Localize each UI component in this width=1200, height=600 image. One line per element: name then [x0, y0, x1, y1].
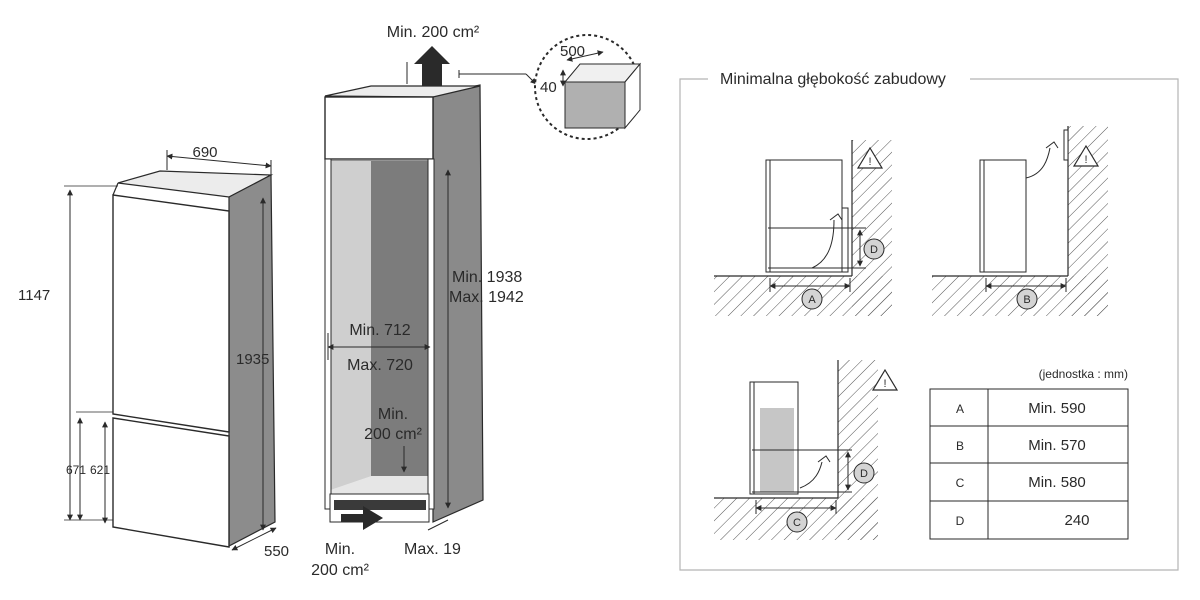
vent-bottom-arrow	[341, 506, 383, 530]
table-row-value: Min. 570	[1028, 437, 1086, 454]
detail-circle	[534, 34, 642, 140]
warning-icon-c: !	[883, 378, 886, 390]
depth-table: A Min. 590 B Min. 570 C Min. 580 D 240	[929, 388, 1129, 540]
scenario-b	[932, 126, 1108, 316]
unit-label: (jednostka : mm)	[1039, 367, 1128, 381]
vent-top-arrow	[406, 46, 537, 86]
fridge-dimensions: 690 1147 671 621 1935 550	[18, 144, 289, 560]
bottom-vent-line2: 200 cm²	[311, 562, 369, 579]
vent-top-label: Min. 200 cm²	[387, 24, 480, 41]
fridge-height-label: 1147	[18, 287, 50, 304]
inner-vent-line2: 200 cm²	[364, 426, 422, 443]
label-b: B	[1023, 294, 1030, 306]
inner-vent-line1: Min.	[378, 406, 408, 423]
niche-width-max: Max. 720	[347, 357, 413, 374]
table-row-value: Min. 580	[1028, 474, 1086, 491]
fridge-h2-label: 621	[90, 463, 110, 477]
label-d-top: D	[870, 244, 878, 256]
fridge-width-label: 690	[192, 144, 217, 161]
table-row-key: C	[956, 476, 965, 490]
min-depth-panel	[679, 78, 1179, 571]
label-d-bottom: D	[860, 468, 868, 480]
label-a: A	[808, 294, 816, 306]
niche-width-min: Min. 712	[349, 322, 410, 339]
fridge-depth-label: 550	[264, 543, 289, 560]
niche-dimensions	[327, 169, 451, 531]
table-row-value: 240	[1064, 512, 1089, 529]
table-row-key: D	[956, 514, 965, 528]
fridge-total-height-label: 1935	[236, 351, 269, 368]
label-c: C	[793, 517, 801, 529]
fridge-h1-label: 671	[66, 463, 86, 477]
table-row-value: Min. 590	[1028, 400, 1086, 417]
detail-width-label: 500	[560, 43, 585, 60]
table-row-key: B	[956, 439, 964, 453]
warning-icon: !	[868, 156, 871, 168]
table-row-key: A	[956, 402, 964, 416]
detail-height-label: 40	[540, 79, 557, 96]
gap-label: Max. 19	[404, 541, 461, 558]
scenario-a	[714, 140, 892, 316]
niche-height-min: Min. 1938	[452, 269, 522, 286]
bottom-vent-line1: Min.	[325, 541, 355, 558]
panel-title: Minimalna głębokość zabudowy	[720, 71, 946, 88]
warning-icon-b: !	[1084, 154, 1087, 166]
scenario-c	[714, 360, 899, 540]
niche-height-max: Max. 1942	[449, 289, 524, 306]
